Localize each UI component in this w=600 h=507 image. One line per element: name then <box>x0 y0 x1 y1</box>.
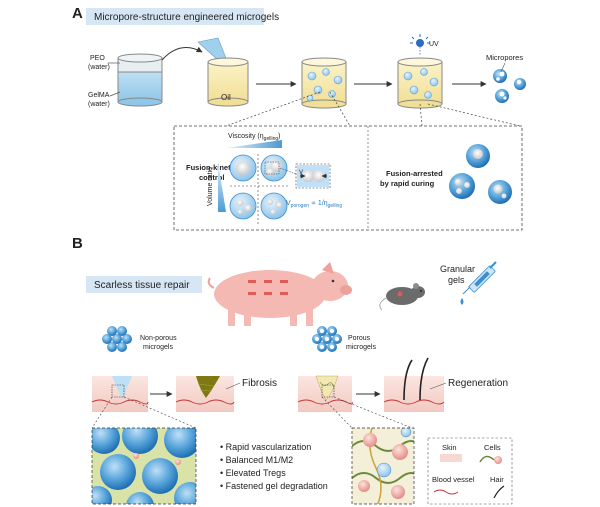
legend-vessel-label: Blood vessel <box>432 475 475 484</box>
zoom-nonporous-packing <box>91 427 197 505</box>
legend-hair-swatch <box>493 485 505 499</box>
panel-a-letter: A <box>72 5 83 22</box>
panel-a-banner: Micropore-structure engineered microgels <box>94 12 279 23</box>
label-volume-ratio: Volume ratio <box>207 167 214 206</box>
volume-ratio-gradient-bar <box>218 162 226 212</box>
grid-microgel-top-left <box>229 154 257 182</box>
grid-microgel-top-right <box>260 154 288 182</box>
label-peo-sub: (water) <box>88 64 110 71</box>
syringe-icon <box>460 261 497 305</box>
beaker-peo-gelma <box>117 53 163 107</box>
legend-vessel-swatch <box>433 489 459 495</box>
panel-a-banner-bg <box>86 8 264 25</box>
legend-cells-label: Cells <box>484 443 501 452</box>
label-nonporous-2: microgels <box>143 344 173 351</box>
uv-lamp-icon <box>410 34 430 56</box>
nonporous-microgel-cluster <box>102 326 132 352</box>
label-granular-2: gels <box>448 275 465 285</box>
label-v-formula: Vporogen ∝ 1/ηgelling <box>286 200 342 209</box>
callout-left-a <box>225 91 321 127</box>
zoom-porous-vascularized <box>351 427 415 505</box>
label-viscosity: Viscosity (ηgelling) <box>228 133 280 142</box>
label-uv: UV <box>429 41 439 48</box>
porous-microgels-result <box>493 62 526 103</box>
label-nonporous-1: Non-porous <box>140 335 177 342</box>
label-gelma-sub: (water) <box>88 101 110 108</box>
label-regeneration: Regeneration <box>448 378 508 389</box>
arrested-microgels <box>449 144 512 204</box>
zoom2-conn-a <box>321 396 353 429</box>
bullet-item: • Elevated Tregs <box>220 468 286 478</box>
callout-right-b <box>427 103 521 127</box>
skin-fibrosis <box>175 376 235 412</box>
label-porous-1: Porous <box>348 335 371 342</box>
label-fusion-arrested-2: by rapid curing <box>380 179 435 188</box>
label-fusion-kinetics-1: Fusion-kinetics <box>186 163 241 172</box>
label-peo: PEO <box>90 55 105 62</box>
panel-b-letter: B <box>72 235 83 252</box>
zoom2-conn-b <box>333 396 413 429</box>
label-gelma: GelMA <box>88 92 110 99</box>
bullet-item: • Fastened gel degradation <box>220 481 328 491</box>
mouse-icon <box>379 283 425 311</box>
skin-regeneration <box>383 357 445 412</box>
beaker-emulsion <box>301 57 347 109</box>
regeneration-leader <box>429 382 447 390</box>
skin-porous-wound <box>297 375 353 412</box>
porous-microgel-cluster <box>312 326 342 352</box>
viscosity-gradient-bar <box>226 140 282 148</box>
label-fusion-arrested-1: Fusion-arrested <box>386 169 443 178</box>
label-granular-1: Granular <box>440 264 475 274</box>
label-porous-2: microgels <box>346 344 376 351</box>
panel-b-banner-bg <box>86 276 202 293</box>
legend-skin-label: Skin <box>442 443 457 452</box>
outcome-bullet-list: • Rapid vascularization • Balanced M1/M2… <box>220 442 328 491</box>
label-oil: Oil <box>221 93 231 102</box>
label-v: V <box>299 170 303 176</box>
legend-hair-label: Hair <box>490 475 504 484</box>
skin-nonporous-wound <box>91 376 149 412</box>
pig-icon <box>207 262 352 326</box>
inset-leader <box>279 167 297 175</box>
arrow-pour <box>161 46 203 61</box>
fibrosis-leader <box>225 382 241 390</box>
bullet-item: • Balanced M1/M2 <box>220 455 293 465</box>
grid-microgel-bottom-right <box>260 192 288 220</box>
fusion-inset-pores <box>297 165 329 187</box>
legend-box <box>427 437 513 505</box>
bullet-item: • Rapid vascularization <box>220 442 311 452</box>
label-fusion-kinetics-2: control <box>199 173 224 182</box>
gelma-leader <box>109 91 121 97</box>
beaker-oil <box>207 57 249 107</box>
beaker-cured <box>397 57 443 109</box>
legend-skin-swatch <box>440 454 462 462</box>
grid-microgel-bottom-left <box>229 192 257 220</box>
legend-cells-swatch <box>479 455 502 464</box>
callout-left-b <box>329 91 351 127</box>
label-micropores: Micropores <box>486 53 523 62</box>
label-fibrosis: Fibrosis <box>242 378 277 389</box>
zoom1-conn-b <box>123 396 197 429</box>
panel-b-banner: Scarless tissue repair <box>94 280 190 291</box>
